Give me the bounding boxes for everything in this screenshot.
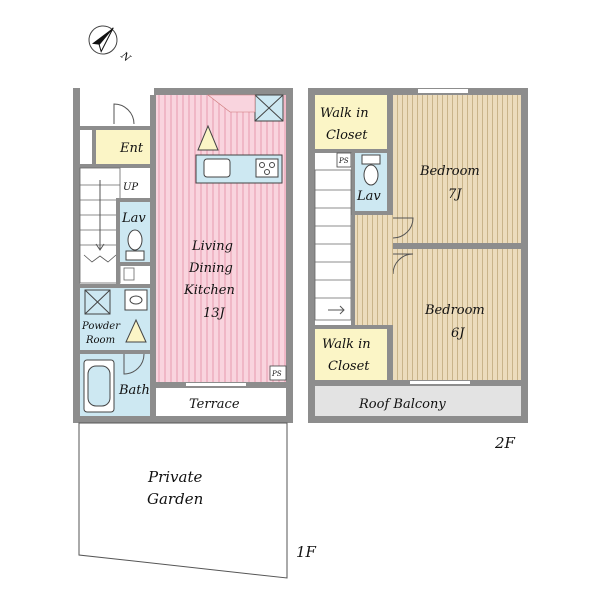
terrace-label: Terrace bbox=[189, 397, 240, 412]
roof-balcony-label: Roof Balcony bbox=[358, 397, 446, 412]
roof-balcony bbox=[315, 386, 521, 416]
ldk-label-line2: Dining bbox=[188, 261, 233, 276]
walk-in-closet-top bbox=[315, 95, 387, 149]
bedroom-7j bbox=[393, 95, 521, 243]
sink-icon bbox=[203, 158, 231, 178]
bedroom-bottom-label: Bedroom bbox=[424, 303, 485, 318]
garden-label-line1: Private bbox=[147, 468, 203, 486]
private-garden bbox=[78, 422, 288, 579]
bedroom-6j bbox=[393, 249, 521, 380]
lav-2f-label: Lav bbox=[356, 189, 381, 204]
wic-top-label-line2: Closet bbox=[326, 128, 368, 143]
floor-1: UP bbox=[73, 88, 293, 579]
bath-label: Bath bbox=[118, 383, 150, 398]
toilet-icon bbox=[125, 229, 145, 261]
walk-in-closet-bottom bbox=[315, 329, 387, 380]
ldk-size-label: 13J bbox=[203, 306, 226, 321]
powder-label-line1: Powder bbox=[81, 321, 121, 332]
lav-1f-label: Lav bbox=[121, 211, 146, 226]
stairs-2f bbox=[314, 169, 352, 321]
washbasin-icon bbox=[124, 289, 148, 311]
vent-triangle-icon bbox=[197, 124, 219, 151]
entrance-area bbox=[96, 130, 150, 164]
up-label: UP bbox=[123, 182, 138, 193]
ps-1f-label: PS bbox=[271, 370, 282, 378]
hall-2f bbox=[355, 215, 393, 325]
powder-label-line2: Room bbox=[85, 335, 115, 346]
ps-1f-box bbox=[269, 365, 287, 381]
terrace bbox=[156, 388, 286, 416]
garden-label-line2: Garden bbox=[147, 490, 203, 508]
north-arrow-icon bbox=[88, 25, 118, 55]
ps-2f-label: PS bbox=[338, 157, 349, 165]
ldk-label-line1: Living bbox=[191, 239, 233, 254]
bathtub-icon bbox=[83, 359, 115, 413]
powder-vent-triangle-icon bbox=[125, 318, 147, 343]
ldk-room bbox=[156, 95, 286, 382]
stove-icon bbox=[255, 158, 279, 178]
floor2-label: 2F bbox=[494, 434, 516, 452]
bedroom-top-size: 7J bbox=[448, 187, 462, 202]
stairs-1f bbox=[79, 167, 121, 284]
entrance-label: Ent bbox=[119, 141, 144, 156]
bedroom-bottom-size: 6J bbox=[451, 326, 465, 341]
compass-north-label: N bbox=[118, 50, 133, 65]
ldk-label-line3: Kitchen bbox=[183, 283, 235, 298]
floor1-label: 1F bbox=[296, 543, 317, 561]
bedroom-top-label: Bedroom bbox=[419, 164, 480, 179]
wic-bottom-label-line2: Closet bbox=[328, 359, 370, 374]
compass: N bbox=[88, 25, 133, 65]
floor-2 bbox=[308, 88, 528, 423]
wic-top-label-line1: Walk in bbox=[320, 106, 369, 121]
toilet-2f-icon bbox=[361, 154, 381, 186]
wic-bottom-label-line1: Walk in bbox=[322, 337, 371, 352]
